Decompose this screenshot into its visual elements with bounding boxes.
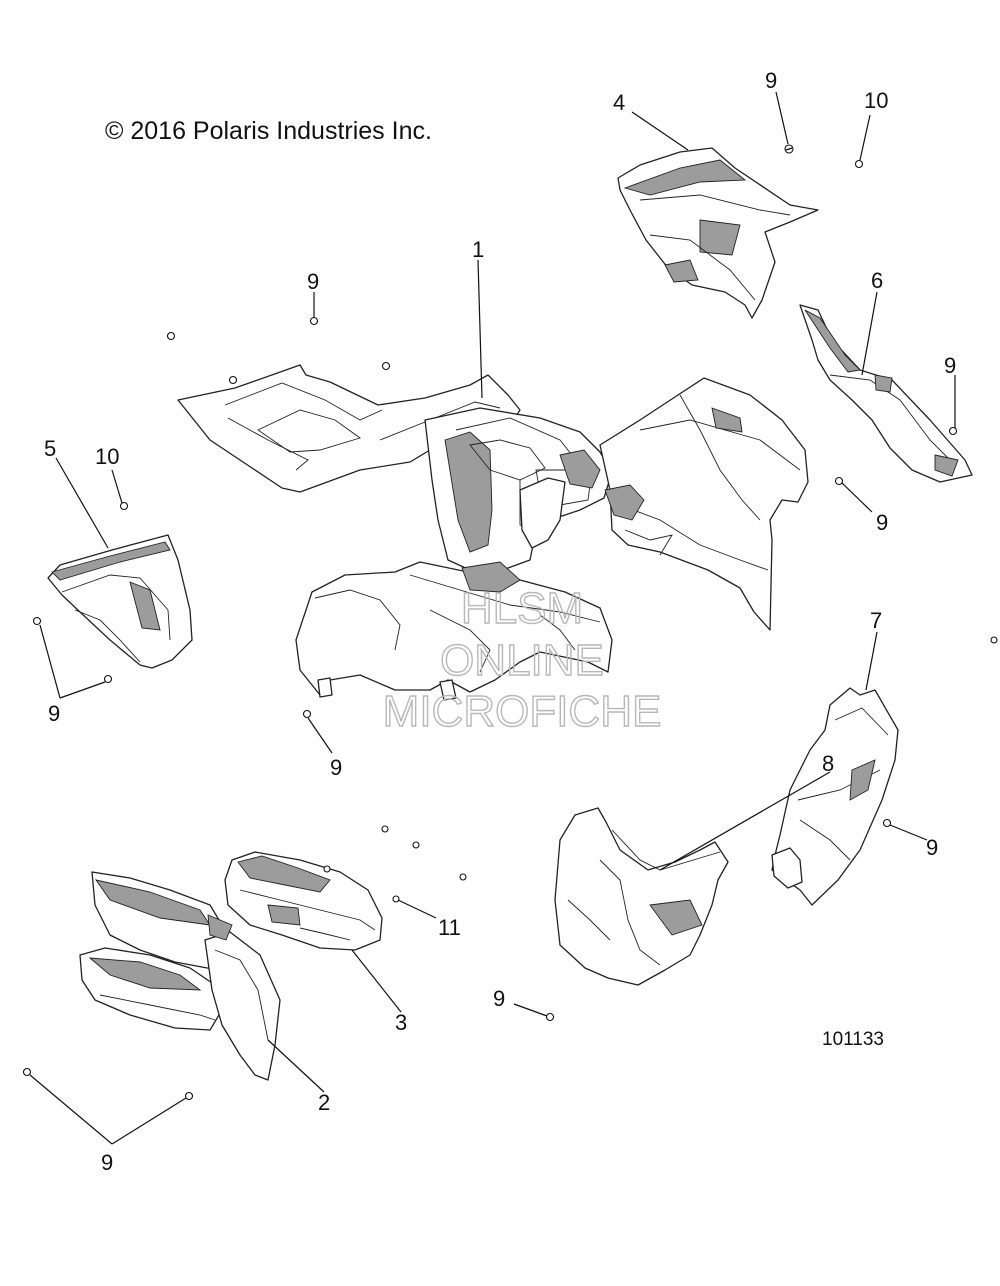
copyright-notice: © 2016 Polaris Industries Inc. [105, 117, 432, 145]
watermark: HLSM ONLINE MICROFICHE [382, 583, 662, 736]
fastener-icon [184, 1091, 194, 1101]
callout-part-6: 6 [871, 268, 883, 293]
callout-labels: 1 2 3 4 5 6 7 8 9 9 9 9 9 9 9 9 9 10 10 … [44, 68, 956, 1175]
fastener-icon [309, 316, 319, 326]
fasteners [22, 144, 998, 1101]
callout-part-9-right-mid: 9 [876, 510, 888, 535]
callout-part-9-center: 9 [307, 269, 319, 294]
callout-part-9-bottom-center: 9 [493, 986, 505, 1011]
part-3-duct[interactable] [224, 851, 383, 951]
part-1-front-body[interactable] [177, 364, 809, 701]
watermark-line-2: ONLINE [440, 636, 604, 685]
fastener-icon [459, 873, 467, 881]
part-4-side-cover[interactable] [617, 147, 819, 319]
callout-part-10-top: 10 [864, 88, 888, 113]
callout-part-7: 7 [870, 608, 882, 633]
fastener-icon [392, 895, 400, 903]
callout-part-8: 8 [822, 751, 834, 776]
fastener-icon [948, 426, 958, 436]
fastener-icon [103, 674, 113, 684]
callout-part-11: 11 [438, 915, 461, 940]
fastener-icon [854, 159, 864, 169]
callout-part-3: 3 [395, 1010, 407, 1035]
callout-part-9-right-lower: 9 [926, 835, 938, 860]
callout-part-1: 1 [472, 237, 484, 262]
callout-part-2: 2 [318, 1090, 330, 1115]
fastener-icon [302, 709, 312, 719]
watermark-line-1: HLSM [461, 584, 583, 633]
fastener-icon [784, 144, 794, 154]
figure-number: 101133 [822, 1029, 884, 1050]
callout-part-9-right-upper: 9 [944, 353, 956, 378]
callout-part-4: 4 [613, 90, 625, 115]
fastener-icon [166, 331, 176, 341]
part-7-lower-side-panel[interactable] [771, 687, 899, 906]
fastener-icon [32, 616, 42, 626]
callout-part-9-left: 9 [48, 701, 60, 726]
part-6-inner-panel[interactable] [799, 304, 973, 483]
fastener-icon [323, 865, 331, 873]
watermark-line-3: MICROFICHE [383, 687, 662, 736]
fastener-icon [545, 1012, 555, 1022]
fastener-icon [381, 361, 391, 371]
fastener-icon [412, 841, 420, 849]
fastener-icon [228, 375, 238, 385]
fastener-icon [882, 818, 892, 828]
fastener-icon [22, 1067, 32, 1077]
fastener-icon [119, 501, 129, 511]
callout-part-9-bottom-left: 9 [101, 1150, 113, 1175]
callout-part-10-left: 10 [95, 444, 119, 469]
fastener-icon [381, 825, 389, 833]
part-5-left-panel[interactable] [47, 534, 193, 669]
callout-part-9-mid-left: 9 [330, 755, 342, 780]
leader-lines [29, 91, 956, 1145]
part-2-lower-left-panel[interactable] [79, 871, 281, 1081]
callout-part-5: 5 [44, 436, 56, 461]
part-8-center-lower-panel[interactable] [554, 807, 729, 986]
callout-part-9-top: 9 [765, 68, 777, 93]
fastener-icon [834, 476, 844, 486]
fastener-icon [990, 636, 998, 644]
